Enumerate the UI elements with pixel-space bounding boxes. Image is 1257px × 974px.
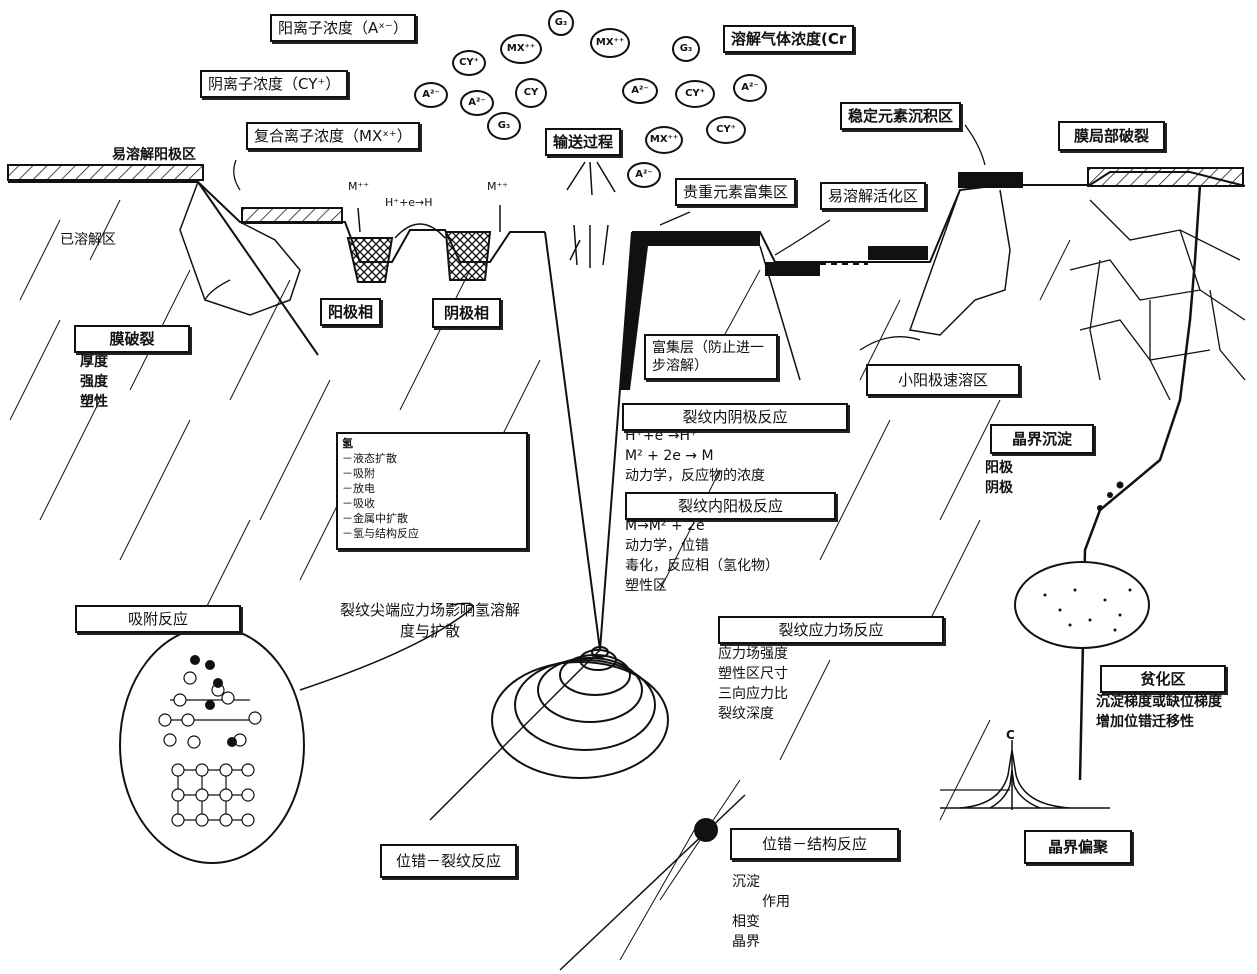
label-easy-active: 易溶解活化区 — [820, 182, 926, 210]
label-dissolved-gas: 溶解气体浓度(Cr — [723, 25, 854, 53]
anode-phase-pit — [348, 238, 392, 282]
label-dissolved-zone: 已溶解区 — [60, 231, 116, 250]
label-complex-ion: 复合离子浓度（MXˣ⁺） — [246, 122, 420, 150]
ion-g3: G₃ — [672, 36, 700, 62]
depleted-zone — [1015, 562, 1149, 648]
anode-line: 塑性区 — [625, 576, 779, 596]
label-disloc-struct: 位错－结构反应 — [730, 828, 899, 860]
axis-c-label: C — [1006, 726, 1015, 745]
label-cathode-phase: 阴极相 — [432, 298, 501, 328]
label-disloc-crack: 位错－裂纹反应 — [380, 844, 517, 878]
film-prop: 厚度 — [80, 352, 108, 372]
cathode-line: M² + 2e → M — [625, 446, 765, 466]
hydrogen-item: －氢与结构反应 — [342, 526, 522, 541]
film-prop: 强度 — [80, 372, 108, 392]
label-film-local-crack: 膜局部破裂 — [1058, 121, 1165, 151]
ion-a: A²⁻ — [733, 74, 767, 102]
stress-line: 裂纹深度 — [718, 704, 788, 724]
ion-a: A²⁻ — [627, 162, 661, 188]
grain-precip-line: 阴极 — [985, 478, 1013, 498]
transport-arrows — [567, 162, 615, 268]
label-grain-precip: 晶界沉淀 — [990, 424, 1094, 454]
cathode-phase-pit — [446, 232, 490, 280]
label-film-crack: 膜破裂 — [74, 325, 190, 353]
film-prop: 塑性 — [80, 392, 108, 412]
label-anion-concentration: 阴离子浓度（CY⁺） — [200, 70, 348, 98]
disloc-struct-lines: 沉淀 作用 相变 晶界 — [732, 872, 790, 952]
label-small-anode: 小阳极速溶区 — [866, 364, 1020, 396]
stress-line: 塑性区尺寸 — [718, 664, 788, 684]
anode-line: 毒化，反应相（氢化物） — [625, 556, 779, 576]
hydrogen-item: －吸收 — [342, 496, 522, 511]
hydrogen-box: 氢 －液态扩散 －吸附 －放电 －吸收 －金属中扩散 －氢与结构反应 — [336, 432, 528, 550]
label-cation-concentration: 阳离子浓度（Aˣ⁻） — [270, 14, 416, 42]
stress-line: 三向应力比 — [718, 684, 788, 704]
ion-g3: G₃ — [548, 10, 574, 36]
label-depleted: 贫化区 — [1100, 665, 1226, 693]
stress-contours — [492, 647, 668, 778]
label-noble-enrich: 贵重元素富集区 — [675, 178, 796, 206]
precipitate-particle — [694, 818, 718, 842]
hydrogen-item: －吸附 — [342, 466, 522, 481]
hydrogen-title: 氢 — [342, 436, 522, 451]
anode-line: M→M² + 2e — [625, 516, 779, 536]
label-adsorption: 吸附反应 — [75, 605, 241, 633]
stable-deposit-layer — [958, 172, 1023, 188]
label-anode-phase: 阳极相 — [320, 298, 381, 326]
label-m-plus-left: M⁺⁺ — [348, 180, 369, 194]
ion-a: A²⁻ — [460, 90, 494, 116]
disloc-line: 相变 — [732, 912, 790, 932]
ion-g3: G₃ — [487, 112, 521, 140]
label-transport: 输送过程 — [545, 128, 621, 156]
anode-line: 动力学，位错 — [625, 536, 779, 556]
ion-a: A²⁻ — [414, 82, 448, 108]
ion-mx: MX⁺⁺ — [500, 34, 542, 64]
crack-cathode-lines: H⁺+e →H⁺ M² + 2e → M 动力学，反应物的浓度 — [625, 426, 765, 486]
label-stress-field: 裂纹应力场反应 — [718, 616, 944, 644]
film-crack-props: 厚度 强度 塑性 — [80, 352, 108, 412]
label-tip-field: 裂纹尖端应力场影响氢溶解度与扩散 — [335, 600, 525, 642]
hydrogen-item: －放电 — [342, 481, 522, 496]
depleted-lines: 沉淀梯度或缺位梯度 增加位错迁移性 — [1096, 692, 1246, 732]
stress-field-lines: 应力场强度 塑性区尺寸 三向应力比 裂纹深度 — [718, 644, 788, 724]
label-h-reaction: H⁺+e→H — [385, 196, 433, 210]
depleted-line: 沉淀梯度或缺位梯度 — [1096, 692, 1246, 712]
disloc-line: 晶界 — [732, 932, 790, 952]
grain-precip-line: 阳极 — [985, 458, 1013, 478]
ion-mx: MX⁺⁺ — [645, 126, 683, 154]
ion-cy: CY⁺ — [452, 50, 486, 76]
label-enrich-layer: 富集层（防止进一步溶解） — [644, 334, 778, 380]
metal-surface-profile — [8, 172, 1245, 262]
main-crack — [545, 232, 632, 650]
hydrogen-item: －液态扩散 — [342, 451, 522, 466]
label-grain-segregation: 晶界偏聚 — [1024, 830, 1132, 864]
concentration-plot — [940, 740, 1110, 810]
ion-cy: CY⁺ — [675, 80, 715, 108]
stress-line: 应力场强度 — [718, 644, 788, 664]
disloc-line: 作用 — [732, 892, 790, 912]
hydrogen-item: －金属中扩散 — [342, 511, 522, 526]
label-easy-anode: 易溶解阳极区 — [112, 146, 196, 165]
cathode-line: H⁺+e →H⁺ — [625, 426, 765, 446]
cathode-line: 动力学，反应物的浓度 — [625, 466, 765, 486]
label-stable-deposit: 稳定元素沉积区 — [840, 102, 961, 130]
ion-cy: CY — [515, 78, 547, 108]
ion-a: A²⁻ — [622, 78, 658, 104]
grain-precip-lines: 阳极 阴极 — [985, 458, 1013, 498]
grain-network — [1070, 200, 1245, 400]
dislocation-line — [430, 650, 600, 820]
disloc-line: 沉淀 — [732, 872, 790, 892]
depleted-line: 增加位错迁移性 — [1096, 712, 1246, 732]
ion-mx: MX⁺⁺ — [590, 28, 630, 58]
crack-anode-lines: M→M² + 2e 动力学，位错 毒化，反应相（氢化物） 塑性区 — [625, 516, 779, 596]
ion-cy: CY⁺ — [706, 116, 746, 144]
label-m-plus-right: M⁺⁺ — [487, 180, 508, 194]
